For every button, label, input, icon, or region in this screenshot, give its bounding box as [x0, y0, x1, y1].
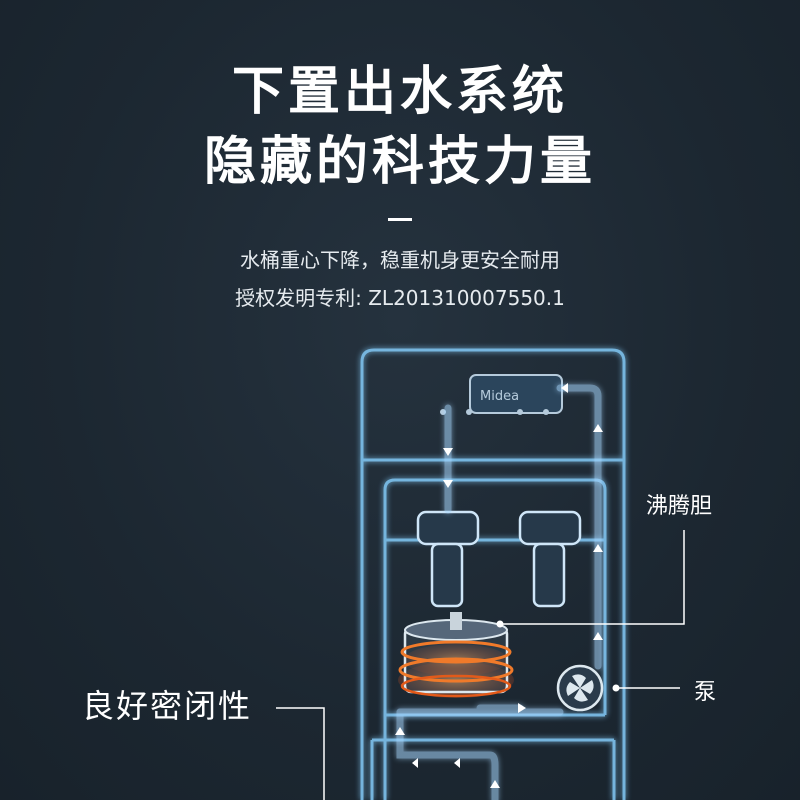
callout-pump-label: 泵: [694, 680, 717, 705]
callout-boiler-label: 沸腾胆: [646, 494, 713, 519]
arrow-down-icon: [443, 448, 453, 456]
callout-line-seal: [276, 707, 325, 800]
arrow-left-icon: [561, 383, 568, 393]
arrow-up-icon: [593, 424, 603, 432]
subtitle-line-1: 水桶重心下降，稳重机身更安全耐用: [240, 248, 560, 272]
water-flow-path: [396, 384, 602, 800]
subtitle-line-2: 授权发明专利: ZL201310007550.1: [235, 286, 565, 310]
arrow-left-icon: [412, 758, 418, 768]
callout-dot-pump: [612, 684, 620, 692]
arrow-down-icon: [443, 480, 453, 488]
faucet-hot: [416, 510, 480, 608]
faucet-cold: [518, 510, 582, 608]
arrow-up-icon: [593, 632, 603, 640]
headline-line-1: 下置出水系统: [231, 62, 568, 122]
arrow-up-icon: [490, 780, 500, 788]
arrow-up-icon: [395, 727, 405, 735]
callout-seal-label: 良好密闭性: [82, 687, 253, 725]
arrow-up-icon: [593, 544, 603, 552]
brand-logo: Midea: [480, 389, 519, 404]
boiler-tank: [398, 612, 514, 698]
arrow-left-icon: [454, 758, 460, 768]
headline-line-2: 隐藏的科技力量: [203, 132, 596, 192]
arrow-right-icon: [518, 703, 526, 713]
divider-dash: [388, 218, 412, 221]
pump-icon: [556, 664, 604, 712]
callout-line-boiler: [500, 530, 685, 625]
callout-dot-boiler: [496, 620, 504, 628]
control-panel: Midea: [440, 374, 563, 415]
flow-arrows: [395, 383, 603, 788]
callout-lines: [276, 530, 685, 800]
